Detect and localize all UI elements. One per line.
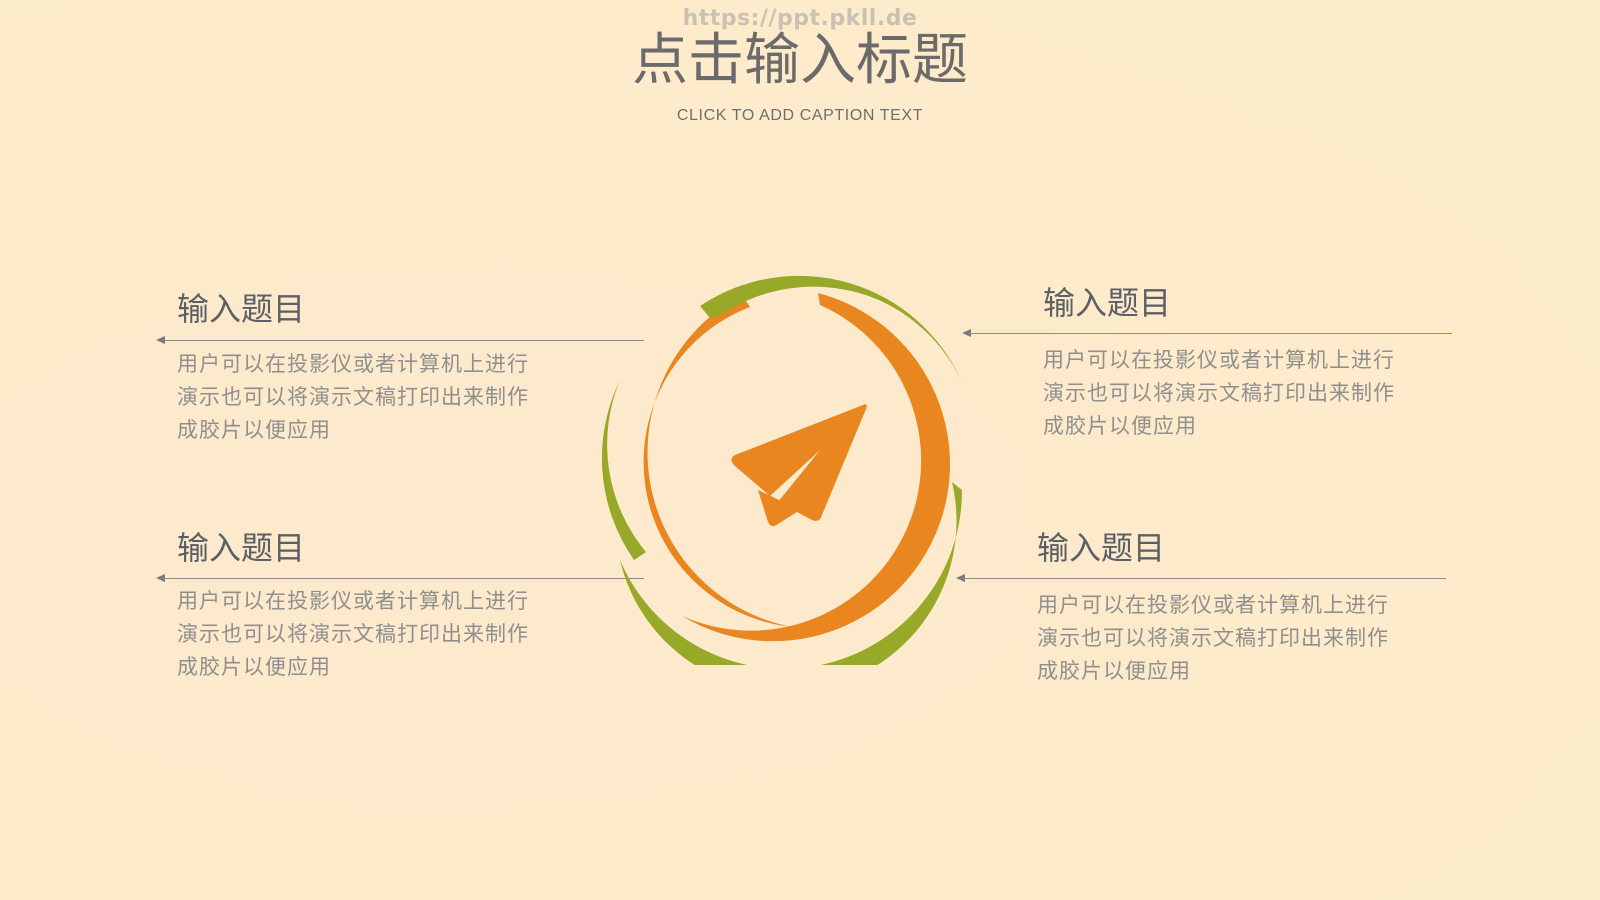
arrow-left-icon — [962, 329, 971, 337]
block-body[interactable]: 用户可以在投影仪或者计算机上进行 演示也可以将演示文稿打印出来制作 成胶片以便应… — [177, 348, 529, 447]
block-body[interactable]: 用户可以在投影仪或者计算机上进行 演示也可以将演示文稿打印出来制作 成胶片以便应… — [177, 585, 529, 684]
slide-subtitle[interactable]: CLICK TO ADD CAPTION TEXT — [676, 107, 924, 124]
body-line: 用户可以在投影仪或者计算机上进行 — [177, 589, 529, 613]
body-line: 成胶片以便应用 — [1037, 659, 1191, 683]
block-heading[interactable]: 输入题目 — [177, 290, 306, 328]
body-line: 成胶片以便应用 — [1043, 414, 1197, 438]
connector-line — [162, 340, 644, 341]
connector-line — [162, 578, 644, 579]
arrow-left-icon — [956, 574, 965, 582]
body-line: 用户可以在投影仪或者计算机上进行 — [1037, 593, 1389, 617]
connector-line — [968, 333, 1452, 334]
arrow-left-icon — [156, 336, 165, 344]
block-heading[interactable]: 输入题目 — [1043, 284, 1172, 322]
block-heading[interactable]: 输入题目 — [1037, 529, 1166, 567]
body-line: 用户可以在投影仪或者计算机上进行 — [177, 352, 529, 376]
body-line: 演示也可以将演示文稿打印出来制作 — [177, 385, 529, 409]
connector-line — [962, 578, 1446, 579]
paper-plane-icon — [731, 404, 867, 527]
body-line: 用户可以在投影仪或者计算机上进行 — [1043, 348, 1395, 372]
block-body[interactable]: 用户可以在投影仪或者计算机上进行 演示也可以将演示文稿打印出来制作 成胶片以便应… — [1037, 589, 1389, 688]
circle-diagram — [601, 275, 963, 665]
body-line: 演示也可以将演示文稿打印出来制作 — [1043, 381, 1395, 405]
arrow-left-icon — [156, 574, 165, 582]
body-line: 成胶片以便应用 — [177, 418, 331, 442]
block-heading[interactable]: 输入题目 — [177, 529, 306, 567]
body-line: 成胶片以便应用 — [177, 655, 331, 679]
block-body[interactable]: 用户可以在投影仪或者计算机上进行 演示也可以将演示文稿打印出来制作 成胶片以便应… — [1043, 344, 1395, 443]
body-line: 演示也可以将演示文稿打印出来制作 — [1037, 626, 1389, 650]
watermark-text: https://ppt.pkll.de — [682, 6, 918, 31]
green-ring — [601, 275, 963, 665]
body-line: 演示也可以将演示文稿打印出来制作 — [177, 622, 529, 646]
slide-title[interactable]: 点击输入标题 — [632, 28, 968, 93]
